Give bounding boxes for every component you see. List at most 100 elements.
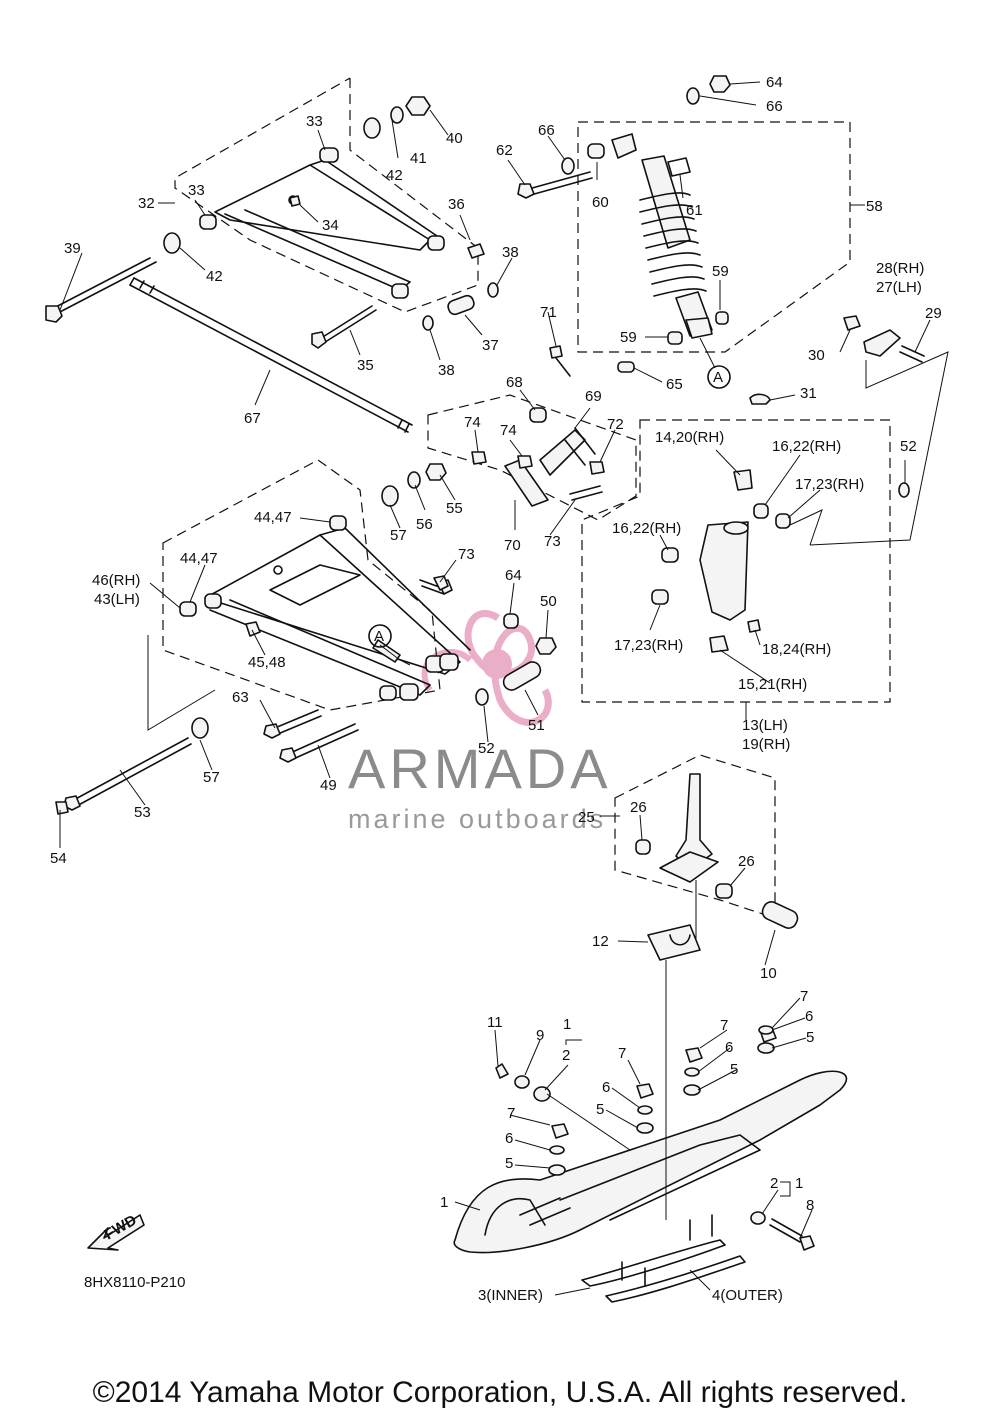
label-2: 2: [562, 1047, 570, 1064]
label-1-bracket: 1: [563, 1016, 571, 1033]
group-outline-13: [581, 419, 891, 703]
label-61: 61: [686, 202, 703, 219]
label-64-a: 64: [766, 74, 783, 91]
label-52-a: 52: [478, 740, 495, 757]
label-57-b: 57: [203, 769, 220, 786]
steering-knuckle: [651, 393, 910, 653]
label-9: 9: [536, 1027, 544, 1044]
shock-absorber: [517, 75, 731, 373]
label-35: 35: [357, 357, 374, 374]
label-6-b: 6: [602, 1079, 610, 1096]
watermark-logo: ARMADA marine outboards: [348, 610, 612, 834]
label-45-48: 45,48: [248, 654, 286, 671]
label-42-a: 42: [386, 167, 403, 184]
label-50: 50: [540, 593, 557, 610]
label-16-22-mid: 16,22(RH): [612, 520, 681, 537]
label-29: 29: [925, 305, 942, 322]
label-19-rh: 19(RH): [742, 736, 790, 753]
part-labels: 1 1 1 2 2 3(INNER) 4(OUTER) 5 5 5 5 6 6 …: [50, 74, 942, 1304]
lower-arm-assembly: [55, 463, 557, 815]
label-69: 69: [585, 388, 602, 405]
watermark-subtitle: marine outboards: [348, 804, 606, 834]
label-44-47-b: 44,47: [180, 550, 218, 567]
label-40: 40: [446, 130, 463, 147]
watermark-title: ARMADA: [348, 737, 612, 800]
label-31: 31: [800, 385, 817, 402]
label-17-23-mid: 17,23(RH): [614, 637, 683, 654]
label-64-b: 64: [505, 567, 522, 584]
label-13-lh: 13(LH): [742, 717, 788, 734]
label-16-22-top: 16,22(RH): [772, 438, 841, 455]
label-10: 10: [760, 965, 777, 982]
label-34: 34: [322, 217, 339, 234]
label-66-b: 66: [538, 122, 555, 139]
reference-a-circle-top: [707, 365, 731, 389]
label-56: 56: [416, 516, 433, 533]
steering-arm: [843, 315, 925, 363]
label-49: 49: [320, 777, 337, 794]
label-39: 39: [64, 240, 81, 257]
label-27-lh: 27(LH): [876, 279, 922, 296]
label-54: 54: [50, 850, 67, 867]
copyright-notice: ©2014 Yamaha Motor Corporation, U.S.A. A…: [92, 1376, 908, 1409]
label-26-b: 26: [738, 853, 755, 870]
label-63: 63: [232, 689, 249, 706]
group-outline-58: [577, 121, 851, 353]
label-42-b: 42: [206, 268, 223, 285]
label-44-47-a: 44,47: [254, 509, 292, 526]
label-3-inner: 3(INNER): [478, 1287, 543, 1304]
group-outline-46: [162, 459, 441, 711]
link-line-29: [809, 351, 949, 546]
group-outline-32: [174, 77, 479, 313]
label-57-a: 57: [390, 527, 407, 544]
label-55: 55: [446, 500, 463, 517]
label-41: 41: [410, 150, 427, 167]
label-17-23-top: 17,23(RH): [795, 476, 864, 493]
relay-link: [433, 345, 605, 591]
label-32: 32: [138, 195, 155, 212]
label-59-a: 59: [712, 263, 729, 280]
shaft-67: [129, 277, 413, 433]
label-62: 62: [496, 142, 513, 159]
link-outline-67: [427, 394, 637, 521]
label-6-d: 6: [805, 1008, 813, 1025]
label-28-rh: 28(RH): [876, 260, 924, 277]
leader-lines: [59, 81, 931, 1296]
label-43-lh: 43(LH): [94, 591, 140, 608]
label-7-c: 7: [720, 1017, 728, 1034]
label-18-24: 18,24(RH): [762, 641, 831, 658]
label-15-21: 15,21(RH): [738, 676, 807, 693]
label-67: 67: [244, 410, 261, 427]
label-74-b: 74: [500, 422, 517, 439]
link-line-52-left: [147, 635, 216, 731]
label-5-c: 5: [730, 1061, 738, 1078]
label-38-a: 38: [502, 244, 519, 261]
label-68: 68: [506, 374, 523, 391]
label-33-b: 33: [188, 182, 205, 199]
ski: [453, 960, 848, 1303]
label-6-a: 6: [505, 1130, 513, 1147]
damper-12: [647, 924, 701, 961]
label-36: 36: [448, 196, 465, 213]
label-33-a: 33: [306, 113, 323, 130]
reference-a-circle-lower: [368, 624, 392, 648]
diagram-code: 8HX8110-P210: [84, 1274, 185, 1291]
upper-arm-assembly: [45, 96, 499, 349]
label-52-b: 52: [900, 438, 917, 455]
label-46-rh: 46(RH): [92, 572, 140, 589]
label-73-a: 73: [458, 546, 475, 563]
label-1: 1: [440, 1194, 448, 1211]
label-74-a: 74: [464, 414, 481, 431]
label-72: 72: [607, 416, 624, 433]
label-5-b: 5: [596, 1101, 604, 1118]
label-7-b: 7: [618, 1045, 626, 1062]
label-5-d: 5: [806, 1029, 814, 1046]
spindle: [635, 773, 799, 940]
label-11: 11: [487, 1014, 503, 1031]
label-66-a: 66: [766, 98, 783, 115]
label-8: 8: [806, 1197, 814, 1214]
label-53: 53: [134, 804, 151, 821]
label-6-c: 6: [725, 1039, 733, 1056]
fwd-arrow-icon: FWD: [87, 1212, 145, 1251]
